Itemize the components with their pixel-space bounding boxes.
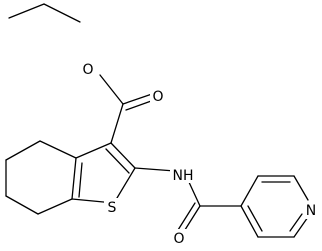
- atom-ester-o-double: O: [152, 89, 163, 105]
- bond-ester-c-o-double-b: [125, 99, 155, 111]
- atom-bg-thiophene-s: [104, 198, 120, 216]
- bond-c2-s: [113, 167, 136, 204]
- atom-bg-ester-o-single: [80, 60, 96, 78]
- bond-amide-c-o-double-b: [177, 202, 196, 231]
- bond-c3a-c4: [39, 140, 77, 159]
- atom-bg-ester-o-double: [150, 87, 166, 105]
- bond-ethyl-ch2-o: [43, 3, 81, 23]
- bond-nh-amide-c: [187, 179, 201, 207]
- bond-c2-nh: [134, 167, 176, 172]
- bond-py-n-c6: [293, 216, 309, 238]
- bond-ester-c-o-double-a: [122, 93, 153, 105]
- bond-c3-c2-double-b: [105, 148, 130, 174]
- bond-py-c5-c4: [240, 205, 259, 238]
- atom-amide-o: O: [173, 231, 184, 247]
- bond-carbonyl-c-ring: [110, 103, 124, 144]
- bond-c4-c5: [5, 140, 41, 161]
- atom-bg-amide-o: [171, 229, 187, 247]
- atom-pyridine-n: N: [306, 203, 316, 219]
- atom-thiophene-s: S: [108, 200, 117, 216]
- bond-c3-c2-double-a: [110, 142, 136, 169]
- bond-c6-c7: [5, 195, 39, 215]
- bond-py-c2-n: [293, 175, 309, 201]
- atom-ester-o-single: O: [82, 62, 93, 78]
- bond-c3a-c3: [75, 142, 112, 159]
- atom-bg-pyridine-n: [304, 201, 318, 219]
- bond-c7a-c3a-double-a: [71, 157, 77, 200]
- bond-ethyl-ch3-ch2: [8, 3, 45, 19]
- bond-py-c5-c4-inner: [247, 205, 263, 232]
- atom-amide-nh: NH: [173, 168, 194, 184]
- bond-py-n-c6-inner: [289, 213, 303, 232]
- bond-amide-c-o-double-a: [182, 205, 201, 234]
- bond-c7a-c3a-double-b: [78, 162, 83, 198]
- atom-bg-amide-nh: [170, 165, 196, 183]
- bond-py-c4-c3: [240, 175, 259, 207]
- bond-c7-c7a: [37, 198, 73, 215]
- bond-o-carbonyl-c: [99, 74, 124, 105]
